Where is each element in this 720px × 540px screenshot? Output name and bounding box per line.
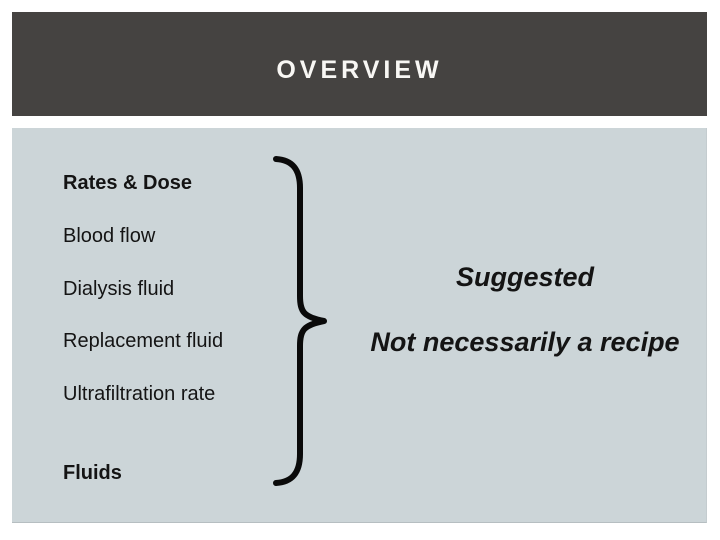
topic-item-rates-dose: Rates & Dose	[63, 172, 192, 194]
topic-item-dialysis-fluid: Dialysis fluid	[63, 278, 175, 300]
slide-title: OVERVIEW	[276, 55, 443, 84]
topic-item-blood-flow: Blood flow	[63, 225, 156, 247]
right-curly-brace-icon	[273, 156, 327, 486]
annotation-suggested: Suggested	[455, 262, 595, 292]
topic-item-fluids: Fluids	[63, 462, 122, 484]
slide-header: OVERVIEW	[12, 12, 707, 116]
topic-item-ultrafiltration: Ultrafiltration rate	[63, 383, 216, 405]
topic-list: Rates & Dose Blood flow Dialysis fluid R…	[63, 128, 293, 522]
topic-item-replacement-fluid: Replacement fluid	[63, 330, 224, 352]
annotation-not-a-recipe: Not necessarily a recipe	[370, 327, 680, 357]
slide-body: Rates & Dose Blood flow Dialysis fluid R…	[12, 128, 707, 523]
annotation-block: Suggested Not necessarily a recipe	[340, 128, 710, 522]
